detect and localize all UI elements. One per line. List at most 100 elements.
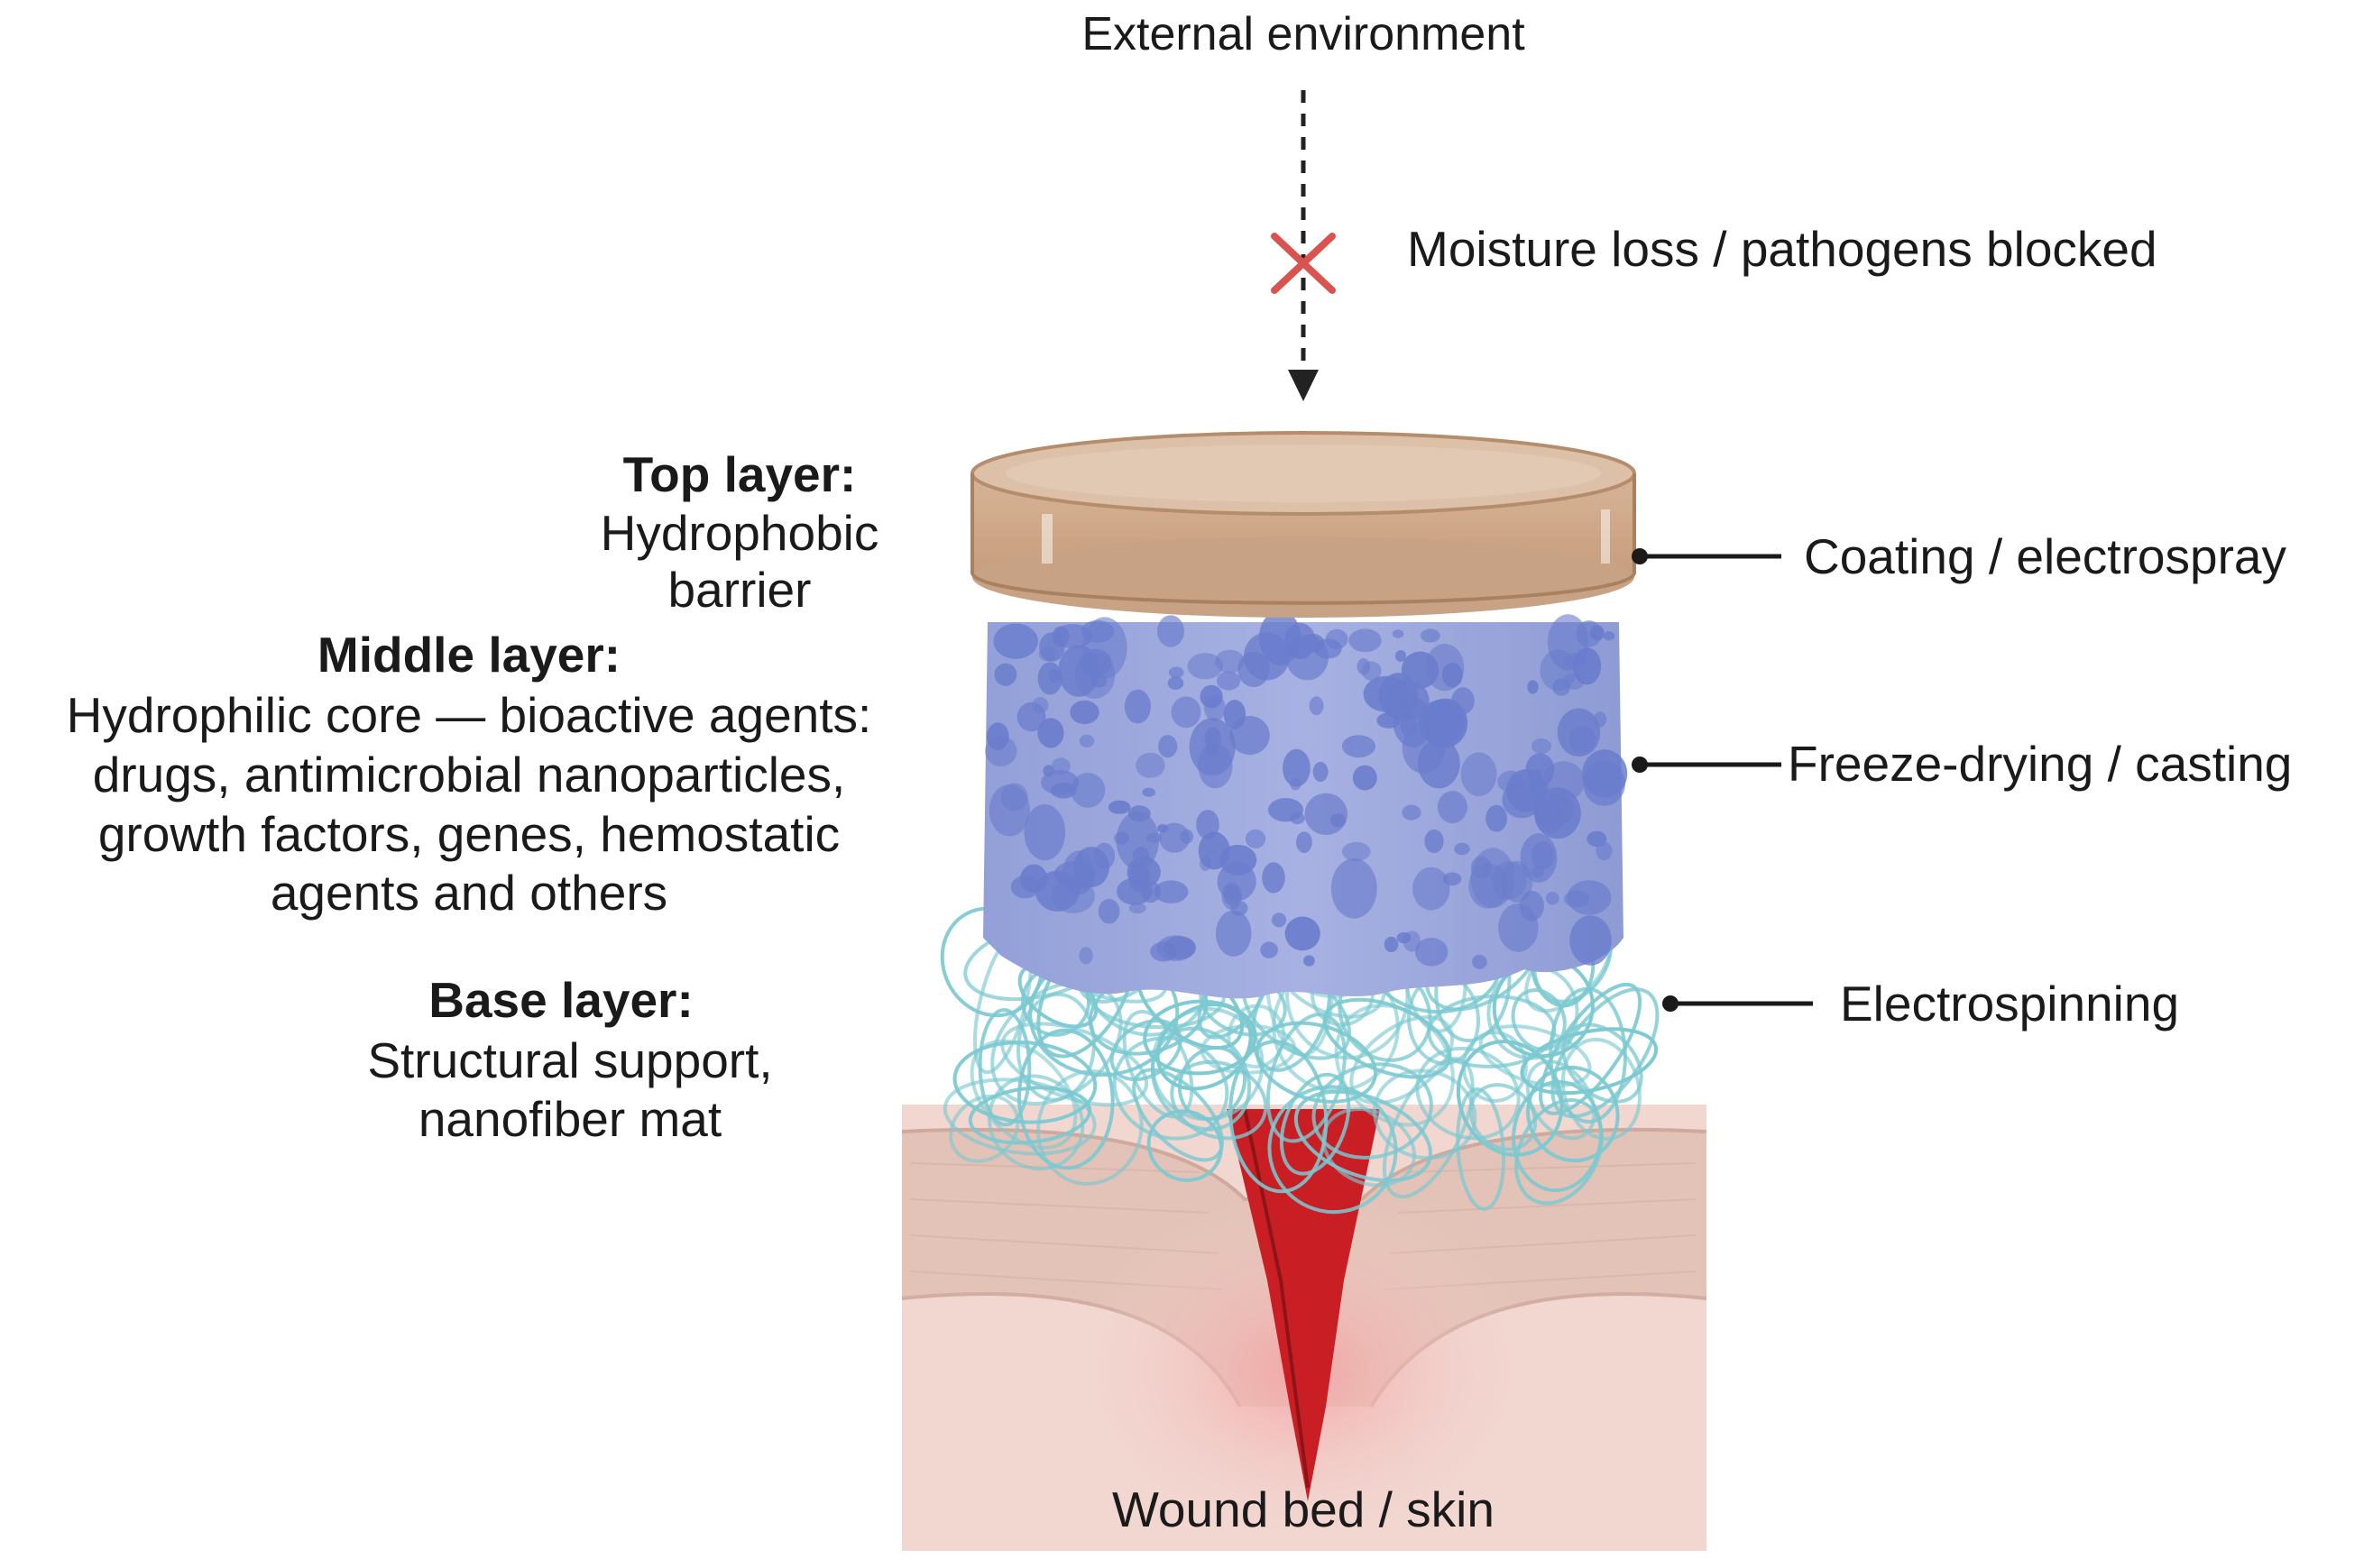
fiber-loop bbox=[1468, 1083, 1538, 1151]
pore bbox=[1074, 653, 1116, 699]
pore bbox=[1157, 615, 1184, 647]
pore bbox=[1158, 735, 1178, 758]
pore bbox=[1314, 638, 1342, 659]
pore bbox=[1284, 916, 1320, 951]
top-layer-line-2: barrier bbox=[668, 562, 812, 618]
pore bbox=[1142, 787, 1155, 797]
pore bbox=[1414, 938, 1449, 967]
pore bbox=[1260, 941, 1278, 958]
middle-layer-line-2: drugs, antimicrobial nanoparticles, bbox=[93, 747, 846, 802]
pore bbox=[1394, 650, 1407, 662]
middle-layer-porous-core bbox=[983, 610, 1628, 999]
skin-section bbox=[901, 1105, 1707, 1551]
pore bbox=[1127, 857, 1161, 888]
pore bbox=[1572, 647, 1602, 685]
pore bbox=[1048, 669, 1061, 683]
fiber-loop bbox=[1311, 1062, 1433, 1160]
pore bbox=[1341, 735, 1375, 758]
pore bbox=[1545, 892, 1559, 905]
pore bbox=[1150, 941, 1177, 962]
fiber-loop bbox=[1035, 1069, 1144, 1186]
pore bbox=[1124, 689, 1151, 724]
pore bbox=[1032, 697, 1049, 714]
pore bbox=[1437, 791, 1467, 824]
blocked-x-icon bbox=[1271, 233, 1336, 294]
pore bbox=[1215, 910, 1252, 957]
top-layer-line-1: Hydrophobic bbox=[601, 505, 879, 561]
pore bbox=[1098, 898, 1120, 924]
pore bbox=[994, 663, 1017, 686]
pore bbox=[1043, 765, 1054, 777]
middle-layer-line-4: agents and others bbox=[271, 865, 667, 921]
pore bbox=[1070, 700, 1099, 725]
pore bbox=[1412, 867, 1450, 911]
fiber-loop bbox=[1461, 1031, 1528, 1103]
fiber-loop bbox=[1146, 1109, 1223, 1182]
fiber-loop bbox=[943, 1077, 1097, 1156]
external-environment-label: External environment bbox=[1081, 8, 1525, 60]
fiber-loop bbox=[1143, 999, 1257, 1076]
pore bbox=[1035, 870, 1080, 912]
pore bbox=[1393, 697, 1433, 747]
pore bbox=[1470, 848, 1515, 908]
pore bbox=[1472, 954, 1487, 969]
pore bbox=[1079, 734, 1095, 747]
pore bbox=[1217, 671, 1241, 691]
fiber-loop bbox=[1016, 992, 1096, 1102]
fiber-loop bbox=[1293, 1089, 1432, 1183]
pore bbox=[1587, 830, 1607, 848]
pore bbox=[1052, 626, 1070, 647]
arrow-head bbox=[1288, 370, 1319, 401]
pore bbox=[1259, 610, 1301, 665]
pore bbox=[1037, 718, 1064, 748]
pore bbox=[1145, 832, 1163, 843]
pore bbox=[1024, 804, 1066, 861]
pore bbox=[1542, 761, 1585, 802]
method-base-label: Electrospinning bbox=[1840, 976, 2179, 1032]
pore bbox=[1357, 658, 1371, 675]
pore bbox=[1442, 872, 1462, 886]
pore bbox=[1268, 798, 1303, 822]
fiber-loop bbox=[1514, 1098, 1604, 1206]
fiber-loop bbox=[978, 1008, 1032, 1127]
pore bbox=[1303, 955, 1315, 967]
pore bbox=[1352, 765, 1377, 791]
top-layer-title: Top layer: bbox=[623, 446, 857, 502]
top-layer-disc bbox=[970, 431, 1636, 618]
fiber-loop bbox=[1122, 1010, 1194, 1119]
pore bbox=[1312, 761, 1329, 783]
fiber-loop bbox=[1321, 1107, 1416, 1187]
pore bbox=[1421, 628, 1440, 643]
pore bbox=[1520, 833, 1558, 883]
pore bbox=[1392, 629, 1404, 638]
callout-base: Electrospinning bbox=[1662, 976, 2179, 1032]
pore bbox=[1198, 743, 1233, 789]
pore bbox=[1531, 738, 1551, 755]
fiber-loop bbox=[1322, 997, 1452, 1079]
base-layer-line-1: Structural support, bbox=[367, 1032, 772, 1088]
pore bbox=[987, 722, 1009, 751]
middle-layer-title: Middle layer: bbox=[317, 627, 621, 683]
pore bbox=[1532, 793, 1575, 827]
pore bbox=[1283, 748, 1311, 787]
callout-top: Coating / electrospray bbox=[1632, 528, 2286, 584]
pore bbox=[1196, 810, 1219, 839]
pore bbox=[1272, 912, 1287, 928]
pore bbox=[1116, 812, 1160, 870]
base-layer-description: Base layer: Structural support, nanofibe… bbox=[367, 972, 772, 1147]
pore bbox=[1071, 773, 1106, 808]
pore bbox=[1384, 936, 1399, 953]
method-middle-label: Freeze-drying / casting bbox=[1788, 736, 2292, 792]
fiber-loop bbox=[1478, 1024, 1592, 1088]
method-top-label: Coating / electrospray bbox=[1804, 528, 2286, 584]
pore bbox=[1403, 931, 1421, 952]
pore bbox=[1010, 876, 1040, 899]
pore bbox=[1460, 752, 1497, 796]
middle-layer-line-1: Hydrophilic core — bioactive agents: bbox=[67, 687, 872, 743]
pore bbox=[1485, 804, 1507, 832]
pore bbox=[1296, 831, 1312, 853]
pore bbox=[1168, 666, 1184, 678]
middle-layer-description: Middle layer: Hydrophilic core — bioacti… bbox=[67, 627, 872, 921]
pore bbox=[1498, 903, 1539, 952]
